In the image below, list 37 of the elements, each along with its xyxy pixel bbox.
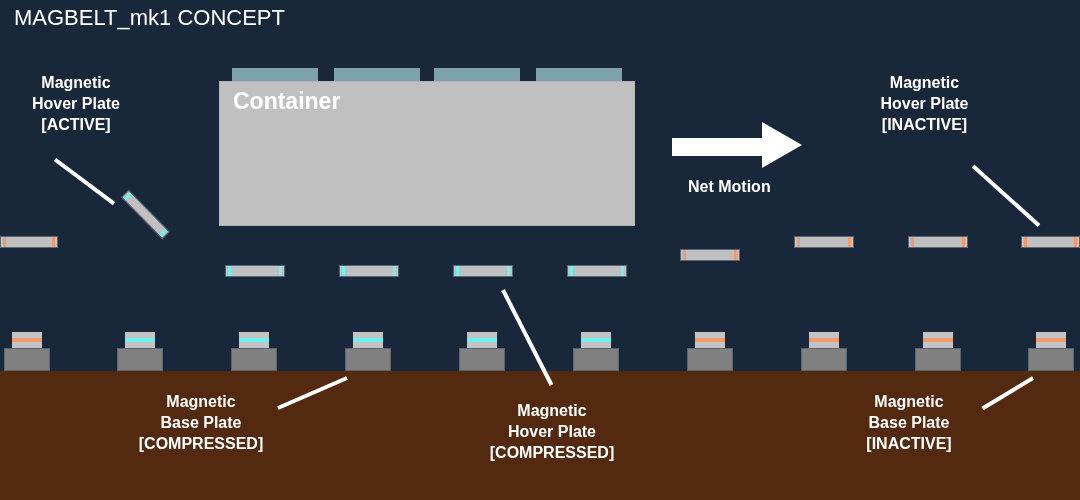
leader-line: [53, 157, 116, 206]
leader-line: [277, 376, 348, 410]
status-label: [COMPRESSED]: [138, 434, 264, 454]
magnetic-base-plate: [915, 332, 961, 371]
hover-plate: [339, 265, 399, 277]
hover-plate: [225, 265, 285, 277]
status-label: [ACTIVE]: [41, 114, 111, 135]
diagram-title: MAGBELT_mk1 CONCEPT: [14, 5, 285, 31]
motion-label: Net Motion: [688, 178, 771, 196]
leader-line: [981, 376, 1035, 411]
leader-line: [971, 164, 1041, 227]
hover-plate: [453, 265, 513, 277]
status-label: [INACTIVE]: [866, 434, 952, 454]
magnetic-base-plate: [687, 332, 733, 371]
container-box: [219, 81, 635, 226]
callout-label: Magnetic Hover Plate: [879, 72, 970, 114]
hover-plate: [1021, 236, 1080, 248]
hover-plate: [567, 265, 627, 277]
hover-plate: [680, 249, 740, 261]
hover-plate: [794, 236, 854, 248]
magnetic-base-plate: [231, 332, 277, 371]
status-label: [COMPRESSED]: [489, 442, 615, 463]
box-title: Container: [233, 88, 341, 114]
status-label: [INACTIVE]: [881, 114, 968, 135]
callout-label: Magnetic Base Plate: [867, 392, 951, 433]
magnetic-base-plate: [1028, 332, 1074, 371]
magnetic-base-plate: [117, 332, 163, 371]
callout-label: Magnetic Base Plate: [159, 392, 243, 433]
callout-label: Magnetic Hover Plate: [506, 400, 597, 442]
hover-plate: [0, 236, 58, 248]
magnetic-base-plate: [801, 332, 847, 371]
magnetic-base-plate: [459, 332, 505, 371]
callout-label: Magnetic Hover Plate: [30, 72, 121, 114]
magnetic-base-plate: [345, 332, 391, 371]
magnetic-base-plate: [573, 332, 619, 371]
magnetic-base-plate: [4, 332, 50, 371]
hover-plate: [908, 236, 968, 248]
